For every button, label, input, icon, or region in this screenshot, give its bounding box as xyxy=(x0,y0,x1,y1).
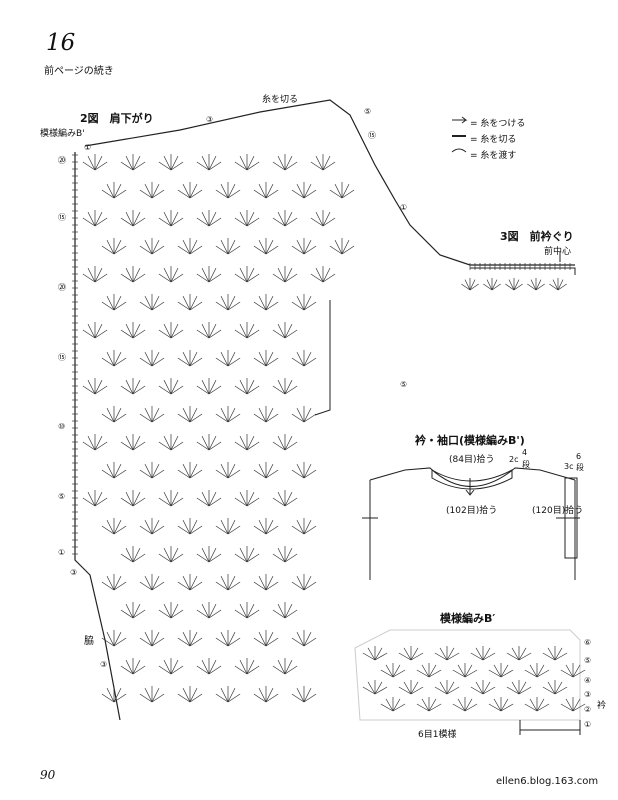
page-section-number: 16 xyxy=(46,30,76,56)
fig2-armhole-edge xyxy=(314,300,331,416)
armhole-rows: 6 xyxy=(576,452,582,461)
fig2-mark-1: ① xyxy=(84,143,92,152)
pickup-84: (84目)拾う xyxy=(449,455,495,465)
fig2-mark-3c: ③ xyxy=(100,660,108,669)
row-number-15: ⑮ xyxy=(58,213,66,222)
neck-cm: 2c xyxy=(509,455,519,464)
continued-note: 前ページの続き xyxy=(44,66,114,77)
pickup-102: (102目)拾う xyxy=(446,506,498,516)
patternB-frame xyxy=(354,629,581,721)
legend-attach: = 糸をつける xyxy=(470,119,526,129)
neck-outline xyxy=(369,467,576,487)
row-number-5: ⑤ xyxy=(58,492,66,501)
patternB-row-2: ② xyxy=(584,705,592,714)
patternB-row-1: ① xyxy=(584,720,592,729)
patternB-row-4: ④ xyxy=(584,676,592,685)
fig2-title: 2図 肩下がり xyxy=(80,112,154,125)
row-number-20b: ⑳ xyxy=(58,283,66,292)
patternB-row-5: ⑤ xyxy=(584,656,592,665)
row-number-10: ⑩ xyxy=(58,422,66,431)
pass-yarn-icon xyxy=(451,148,467,153)
patternB-title: 模様編みB′ xyxy=(440,612,496,625)
fig2-mark-5: ⑤ xyxy=(364,107,372,116)
pickup-120: (120目)拾う xyxy=(532,506,584,516)
neck-dan: 段 xyxy=(522,460,530,469)
fig2-mark-3b: ③ xyxy=(70,568,78,577)
center-arrow xyxy=(465,478,475,496)
edge-chain-marks xyxy=(72,154,571,555)
patternB-row-6: ⑥ xyxy=(584,638,592,647)
fig2-mark-5b: ⑤ xyxy=(400,380,408,389)
front-center-label: 前中心 xyxy=(544,247,572,257)
fig3-title: 3図 前衿ぐり xyxy=(500,230,574,243)
watermark: ellen6.blog.163.com xyxy=(496,776,599,787)
side-label: 脇 xyxy=(84,636,94,647)
legend-pass: = 糸を渡す xyxy=(470,151,517,161)
repeat-bracket xyxy=(519,720,581,735)
legend-cut: = 糸を切る xyxy=(470,135,517,145)
row-number-1: ① xyxy=(58,548,66,557)
fig2-pattern-label: 模様編みB' xyxy=(40,129,85,139)
armhole-cm: 3c xyxy=(564,462,574,471)
neck-rows: 4 xyxy=(522,448,528,457)
patternB-collar: 衿 xyxy=(597,701,607,711)
patternB-repeat: 6目1模様 xyxy=(418,730,457,740)
fig3-neck-line xyxy=(470,267,576,275)
patternB-row-3: ③ xyxy=(584,690,592,699)
fig2-stitch-pattern xyxy=(82,154,567,703)
page-number: 90 xyxy=(40,768,56,782)
fig2-top-edge xyxy=(84,99,575,266)
fig2-mark-3: ③ xyxy=(206,115,214,124)
fig2-mark-1b: ① xyxy=(400,203,408,212)
row-number-15b: ⑮ xyxy=(58,353,66,362)
neck-title: 衿・袖口(模様編みB') xyxy=(415,434,525,447)
patternB-stitch-pattern xyxy=(362,646,586,712)
armhole-dan: 段 xyxy=(576,463,584,472)
collar-band xyxy=(431,469,513,490)
attach-yarn-icon xyxy=(452,116,468,124)
fig2-left-edge xyxy=(74,152,121,721)
cut-yarn-label: 糸を切る xyxy=(262,95,299,105)
fig2-mark-15: ⑮ xyxy=(368,131,376,140)
row-number-20: ⑳ xyxy=(58,156,66,165)
